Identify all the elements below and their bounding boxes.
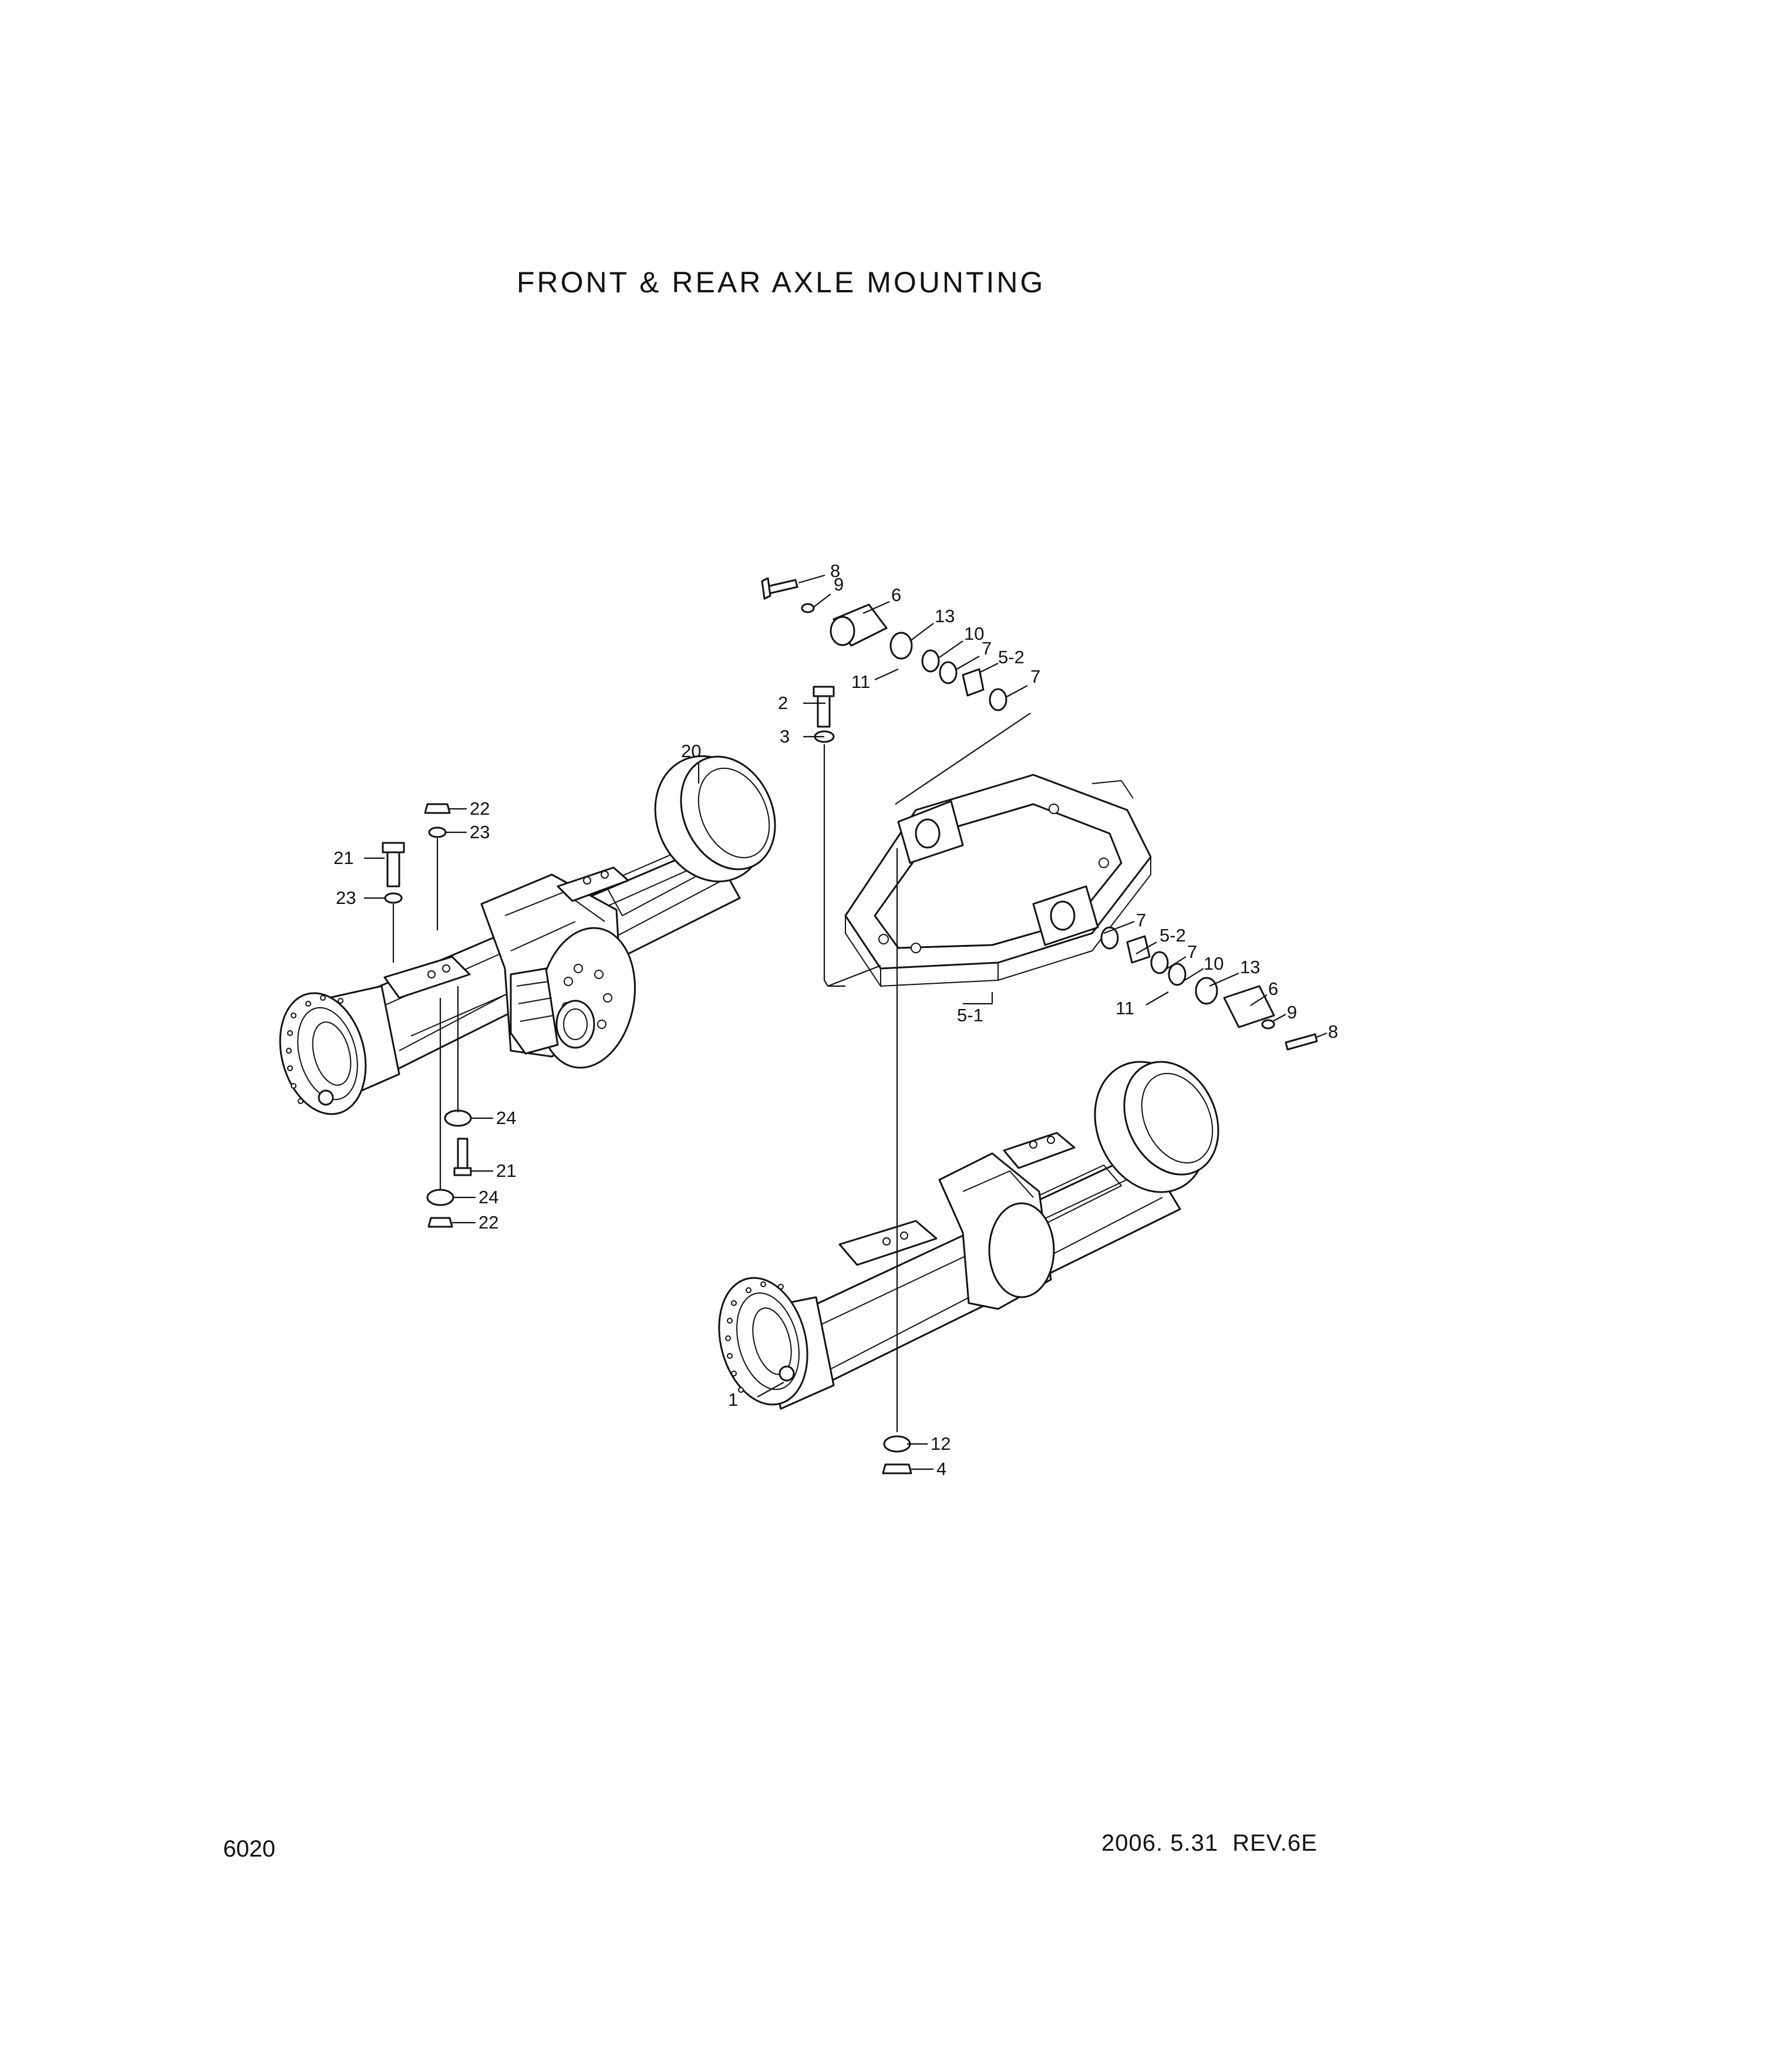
callout-5-2-top: 5-2 [998, 647, 1024, 667]
callout-13-top: 13 [935, 606, 955, 626]
callout-24-bottom: 24 [478, 1187, 498, 1207]
callout-4: 4 [936, 1459, 946, 1479]
callout-24-top: 24 [496, 1108, 516, 1128]
callout-13-bottom: 13 [1240, 957, 1260, 977]
callout-8-top: 8 [830, 561, 840, 581]
callout-7-bottom-b: 7 [1187, 941, 1197, 962]
callout-9-top: 9 [834, 574, 844, 595]
callout-1: 1 [728, 1389, 738, 1410]
callout-23-left: 23 [336, 887, 356, 908]
callout-22-top: 22 [470, 798, 490, 819]
callout-11-top: 11 [851, 671, 870, 692]
callout-21-bottom: 21 [496, 1160, 516, 1181]
callout-23-top: 23 [470, 822, 490, 842]
rear-axle-assembly [279, 755, 776, 1115]
callout-20: 20 [681, 741, 701, 761]
callout-12: 12 [931, 1433, 951, 1454]
callout-7-bottom-a: 7 [1136, 910, 1146, 930]
callout-11-bottom: 11 [1115, 998, 1134, 1018]
callout-6-bottom: 6 [1268, 978, 1278, 999]
front-axle-assembly [718, 1061, 1219, 1410]
callout-2: 2 [778, 693, 788, 713]
diagram-title: FRONT & REAR AXLE MOUNTING [517, 266, 1046, 299]
revision-date: 2006. 5.31 REV.6E [1101, 1830, 1317, 1856]
callout-3: 3 [780, 726, 790, 747]
callout-5-1: 5-1 [957, 1005, 983, 1025]
page-number: 6020 [223, 1836, 275, 1862]
callout-10-bottom: 10 [1204, 953, 1224, 974]
callout-labels: 8 9 6 13 10 7 5-2 7 11 2 3 20 22 23 21 2… [333, 561, 1338, 1479]
callout-10-top: 10 [964, 623, 984, 644]
callout-9-bottom: 9 [1287, 1002, 1297, 1022]
callout-7-top-b: 7 [1030, 666, 1040, 687]
callout-7-top-a: 7 [982, 638, 992, 659]
callout-5-2-bottom: 5-2 [1160, 925, 1186, 946]
leader-lines [364, 574, 1327, 1470]
callout-8-bottom: 8 [1328, 1021, 1338, 1042]
callout-21-top: 21 [333, 848, 353, 868]
callout-22-bottom: 22 [478, 1212, 498, 1233]
support-frame-5-1 [844, 774, 1152, 987]
callout-6-top: 6 [891, 585, 901, 605]
